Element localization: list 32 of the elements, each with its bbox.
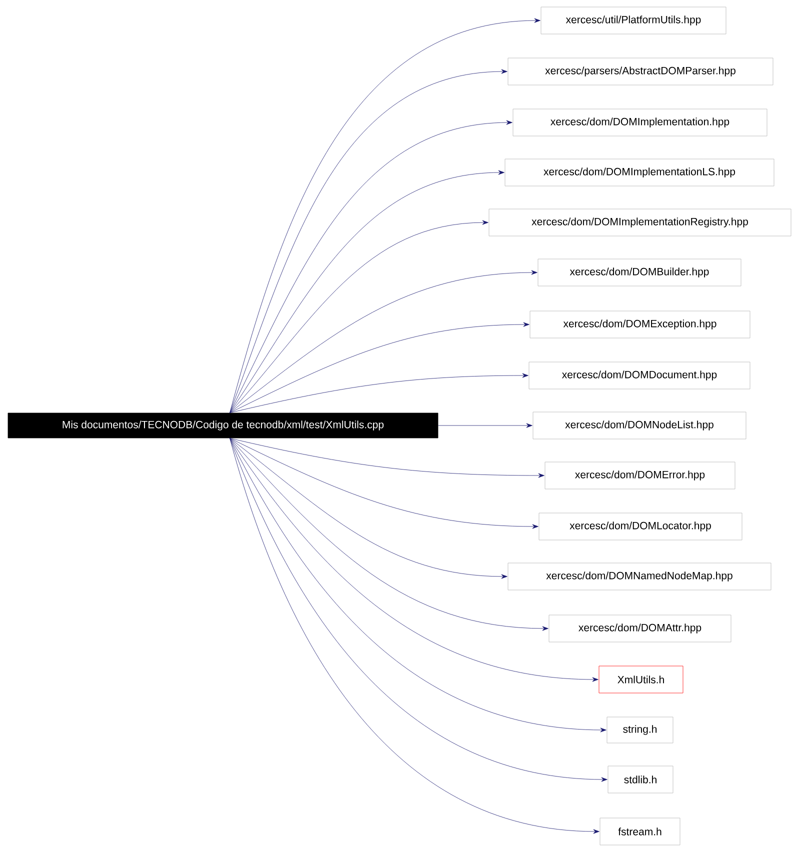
arrow: [438, 423, 532, 428]
header-file-box: fstream.h: [600, 818, 680, 846]
arrow: [230, 170, 504, 413]
header-file-box: stdlib.h: [608, 766, 674, 794]
arrow: [230, 322, 530, 413]
header-file-box: xercesc/dom/DOMBuilder.hpp: [538, 258, 742, 286]
header-file-box: xercesc/dom/DOMImplementation.hpp: [512, 108, 768, 136]
arrow: [230, 120, 512, 413]
header-file-box: xercesc/dom/DOMAttr.hpp: [548, 614, 732, 642]
arrow: [230, 220, 488, 413]
arrow: [230, 69, 508, 413]
header-file-box: string.h: [606, 716, 674, 744]
arrow: [230, 438, 538, 529]
header-file-box: xercesc/dom/DOMLocator.hpp: [538, 512, 742, 540]
header-file-box: xercesc/dom/DOMImplementationLS.hpp: [504, 158, 774, 186]
header-file-box: xercesc/parsers/AbstractDOMParser.hpp: [508, 58, 774, 86]
header-file-box: XmlUtils.h: [598, 666, 684, 694]
header-file-box: xercesc/dom/DOMError.hpp: [544, 462, 736, 490]
header-file-box: xercesc/dom/DOMNodeList.hpp: [532, 412, 746, 440]
header-file-box: xercesc/dom/DOMException.hpp: [530, 310, 750, 338]
header-file-box: xercesc/dom/DOMImplementationRegistry.hpp: [488, 208, 792, 236]
arrow: [230, 438, 598, 682]
arrow: [230, 438, 548, 631]
arrow: [230, 18, 540, 413]
header-file-box: xercesc/dom/DOMNamedNodeMap.hpp: [508, 562, 772, 590]
arrow: [230, 373, 528, 413]
arrow: [230, 270, 538, 413]
header-file-box: xercesc/util/PlatformUtils.hpp: [540, 6, 726, 34]
source-file-box: Mis documentos/TECNODB/Codigo de tecnodb/xml/test/XmlUtils.cpp: [8, 412, 438, 438]
header-file-box: xercesc/dom/DOMDocument.hpp: [528, 362, 750, 390]
arrow: [230, 438, 508, 579]
arrow: [230, 438, 544, 478]
